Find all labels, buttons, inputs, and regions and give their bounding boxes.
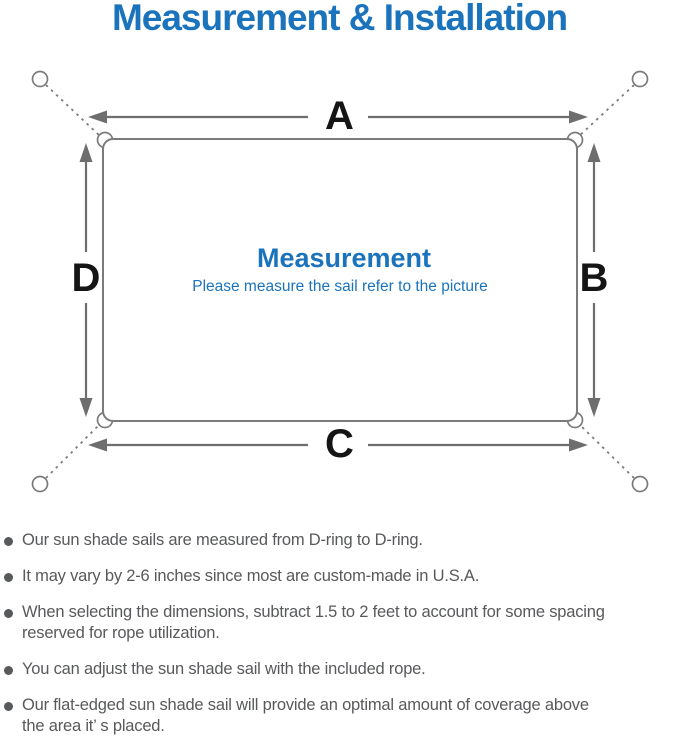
arrowhead-right-icon	[569, 438, 588, 452]
note-text: When selecting the dimensions, subtract …	[22, 603, 605, 642]
note-text: Our flat-edged sun shade sail will provi…	[22, 696, 589, 735]
arrowhead-left-icon	[88, 438, 107, 452]
anchor-point-icon	[631, 475, 649, 493]
bullet-icon	[4, 573, 13, 582]
sail-outline	[102, 138, 578, 422]
rope-line-top-left	[45, 84, 102, 138]
corner-rope-lines	[45, 84, 635, 479]
note-item: Our flat-edged sun shade sail will provi…	[4, 695, 679, 737]
diagram-subheading: Please measure the sail refer to the pic…	[192, 278, 488, 295]
note-item: When selecting the dimensions, subtract …	[4, 602, 679, 644]
arrowhead-up-icon	[587, 143, 601, 162]
arrowhead-down-icon	[587, 398, 601, 417]
bullet-icon	[4, 702, 13, 711]
anchor-point-icon	[31, 475, 49, 493]
rope-line-bottom-left	[45, 422, 102, 479]
arrowhead-left-icon	[88, 110, 107, 124]
rope-line-top-right	[577, 84, 635, 138]
page-title: Measurement & Installation	[111, 0, 568, 38]
measure-lines	[84, 115, 596, 447]
bullet-icon	[4, 609, 13, 618]
note-item: Our sun shade sails are measured from D-…	[4, 530, 679, 551]
notes-list: Our sun shade sails are measured from D-…	[4, 530, 679, 737]
anchor-point-icon	[631, 70, 649, 88]
anchor-points	[31, 70, 649, 493]
rope-line-bottom-right	[577, 422, 635, 479]
note-item: It may vary by 2-6 inches since most are…	[4, 566, 679, 587]
measure-arrowheads	[79, 110, 601, 452]
note-text: Our sun shade sails are measured from D-…	[22, 531, 423, 549]
sail-measurement-diagram	[31, 70, 649, 493]
dimension-label-b: B	[579, 256, 609, 300]
arrowhead-right-icon	[569, 110, 588, 124]
note-text: You can adjust the sun shade sail with t…	[22, 660, 426, 678]
note-text: It may vary by 2-6 inches since most are…	[22, 567, 480, 585]
dimension-label-a: A	[325, 94, 354, 138]
arrowhead-down-icon	[79, 398, 93, 417]
note-item: You can adjust the sun shade sail with t…	[4, 659, 679, 680]
arrowhead-up-icon	[79, 143, 93, 162]
diagram-heading: Measurement	[256, 243, 432, 273]
bullet-icon	[4, 537, 13, 546]
bullet-icon	[4, 666, 13, 675]
dimension-label-d: D	[71, 256, 101, 300]
anchor-point-icon	[31, 70, 49, 88]
dimension-label-c: C	[325, 422, 354, 466]
